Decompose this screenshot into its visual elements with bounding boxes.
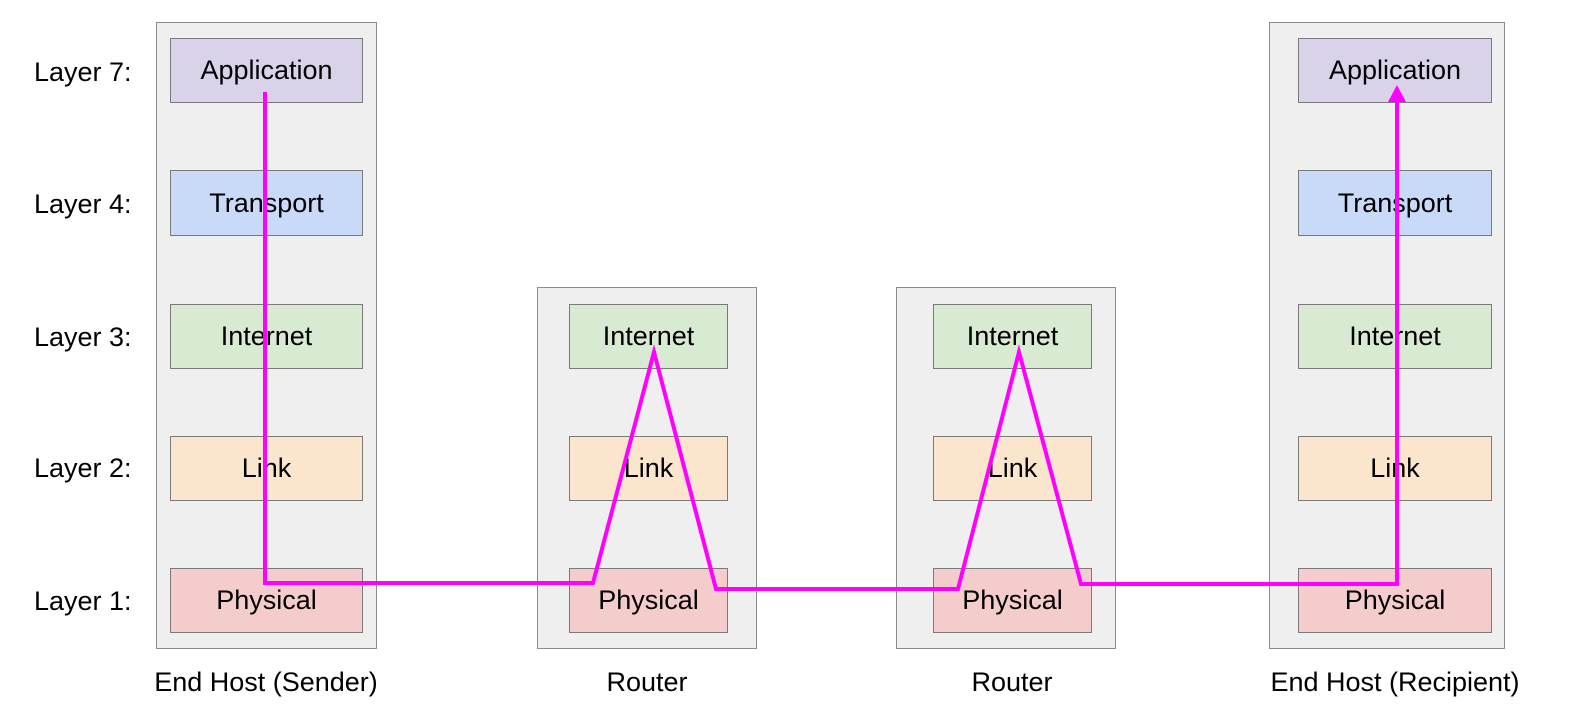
caption-sender: End Host (Sender) (154, 667, 378, 697)
label-layer-1: Layer 1: (34, 586, 132, 616)
router2-link-label: Link (987, 453, 1038, 483)
router2-physical-label: Physical (962, 585, 1063, 615)
label-layer-2: Layer 2: (34, 453, 132, 483)
router1-link-layer: Link (569, 436, 728, 501)
router2-link-layer: Link (933, 436, 1092, 501)
router1-physical-label: Physical (598, 585, 699, 615)
sender-application-label: Application (200, 55, 333, 85)
router1-internet-layer: Internet (569, 304, 728, 369)
packet-path-arrowhead (1388, 85, 1406, 102)
recipient-transport-label: Transport (1337, 187, 1453, 218)
recipient-application-label: Application (1328, 55, 1462, 85)
caption-recipient: End Host (Recipient) (1270, 667, 1520, 697)
router1-internet-label: Internet (602, 321, 695, 351)
recipient-physical-label: Physical (1344, 585, 1446, 615)
router2-internet-label: Internet (966, 321, 1059, 351)
sender-physical-label: Physical (216, 585, 317, 615)
caption-router-2: Router (971, 667, 1053, 697)
label-layer-3: Layer 3: (34, 322, 132, 352)
label-layer-7: Layer 7: (34, 57, 132, 87)
label-layer-4: Layer 4: (34, 189, 132, 219)
sender-physical-layer: Physical (170, 568, 363, 633)
caption-router-1: Router (606, 667, 688, 697)
router1-link-label: Link (623, 453, 674, 483)
packet-path-line (263, 92, 1399, 591)
router2-internet-layer: Internet (933, 304, 1092, 369)
